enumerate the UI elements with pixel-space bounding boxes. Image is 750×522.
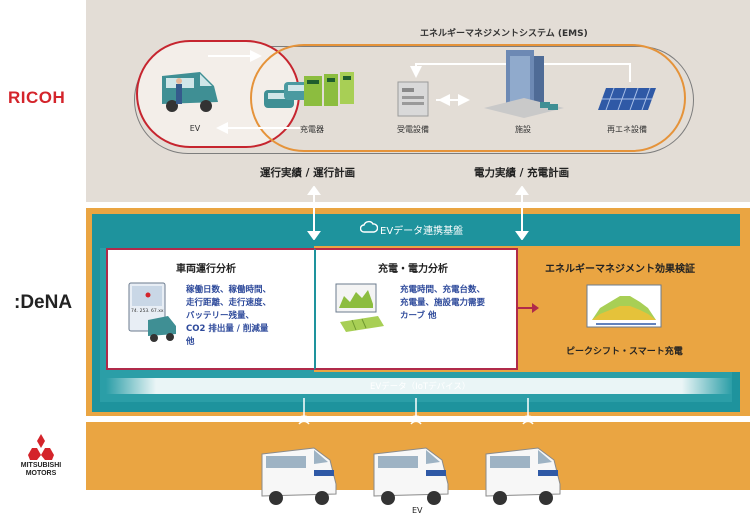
- mitsubishi-logo: MITSUBISHI MOTORS: [4, 462, 78, 478]
- mitsubishi-logo-line2: MOTORS: [25, 470, 57, 477]
- vehicle-analysis-line: 走行距離、走行速度、: [186, 298, 272, 308]
- vehicle-analysis-title: 車両運行分析: [176, 264, 236, 275]
- ems-label-renewable: 再エネ設備: [607, 125, 647, 134]
- tablet-readout: 74. 253. 67.xx: [131, 309, 164, 314]
- dena-logo: :DeNA: [14, 292, 73, 313]
- facility-building-icon: [484, 50, 564, 118]
- energy-verification-title: エネルギーマネジメント効果検証: [545, 264, 695, 275]
- vehicle-analysis-line: CO2 排出量 / 削減量: [186, 324, 269, 334]
- tablet-map-icon: [128, 282, 176, 342]
- ems-label-power-receiving: 受電設備: [397, 125, 429, 134]
- vehicle-analysis-body: 稼働日数、稼働時間、 走行距離、走行速度、 バッテリー残量、 CO2 排出量 /…: [186, 284, 271, 349]
- energy-loop: [250, 44, 686, 152]
- solar-panel-icon: [598, 87, 656, 111]
- operation-caption: 運行実績 / 運行計画: [260, 167, 356, 179]
- ems-label-charger: 充電器: [300, 125, 324, 134]
- charger-station-icon: [264, 72, 354, 108]
- arrow-right-icon: [518, 303, 539, 313]
- charging-analysis-body: 充電時間、充電台数、 充電量、施設電力需要 カーブ 他: [400, 284, 485, 323]
- ev-van-icon: [162, 72, 218, 112]
- charging-analysis-line: 充電時間、充電台数、: [400, 285, 486, 295]
- ev-data-bar: [106, 378, 732, 394]
- vehicle-analysis-line: 他: [186, 337, 195, 347]
- ev-caption: EV: [412, 506, 423, 515]
- vehicle-analysis-line: 稼働日数、稼働時間、: [186, 285, 272, 295]
- platform-title: EVデータ連携基盤: [380, 226, 464, 237]
- charging-analysis-line: 充電量、施設電力需要: [400, 298, 486, 308]
- ems-label-ev: EV: [189, 124, 201, 133]
- power-receiving-icon: [397, 81, 429, 117]
- mitsubishi-logo-line1: MITSUBISHI: [20, 462, 62, 469]
- energy-verification-caption: ピークシフト・スマート充電: [566, 347, 683, 357]
- minicab-ev-icon: [261, 447, 337, 505]
- vehicle-analysis-line: バッテリー残量、: [186, 311, 255, 321]
- ems-label-facility: 施設: [515, 125, 531, 134]
- mitsubishi-diamonds-icon: [28, 434, 54, 460]
- ems-title: エネルギーマネジメントシステム (EMS): [420, 29, 588, 39]
- charging-analysis-title: 充電・電力分析: [378, 264, 448, 275]
- ev-data-label: EVデータ（IoTデバイス）: [370, 382, 471, 392]
- vehicle-analysis-box: [106, 248, 316, 370]
- minicab-ev-icon: [485, 447, 561, 505]
- power-caption: 電力実績 / 充電計画: [474, 167, 570, 179]
- charging-analysis-line: カーブ 他: [400, 311, 437, 321]
- iot-signal-lines: [295, 398, 537, 425]
- ems-outline: [134, 46, 694, 154]
- cloud-icon: [360, 220, 378, 233]
- power-chart-icon: [335, 283, 384, 332]
- peak-shift-chart-icon: [586, 284, 662, 328]
- minicab-ev-icon: [373, 447, 449, 505]
- ems-platform-connectors: [307, 186, 529, 240]
- ricoh-logo: RICOH: [8, 88, 66, 107]
